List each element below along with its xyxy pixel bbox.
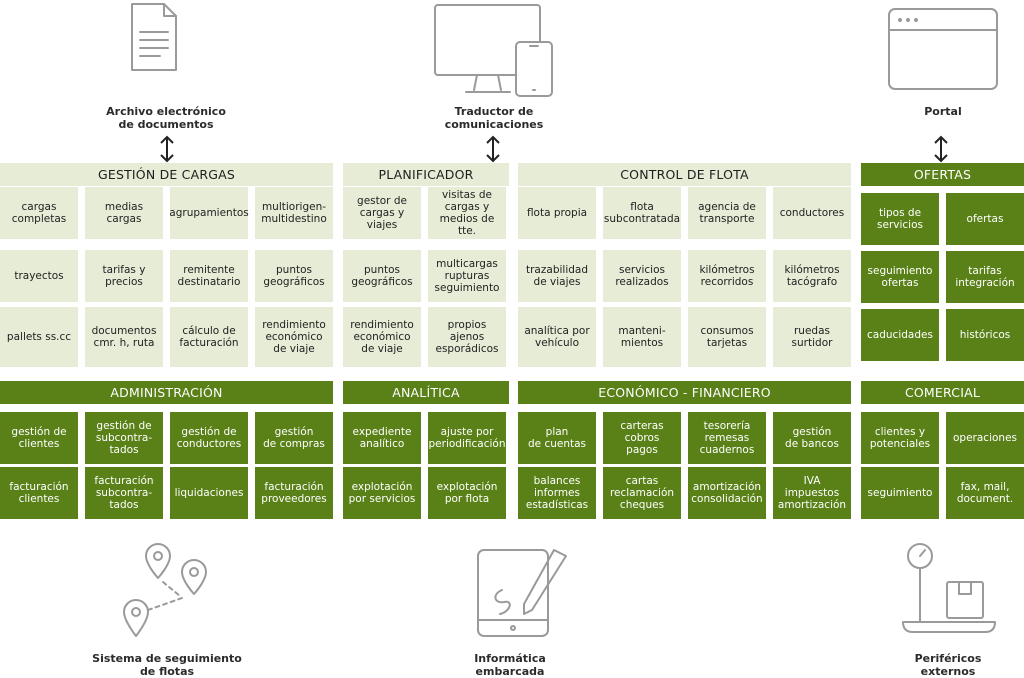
module-cell: gestión de bancos: [773, 412, 851, 464]
module-cell: consumos tarjetas: [688, 307, 766, 367]
module-cell: multicargas rupturas seguimiento: [428, 250, 506, 302]
section-header-analitica: ANALÍTICA: [343, 381, 509, 404]
scale-package-icon: [902, 543, 996, 633]
module-cell: IVA impuestos amortización: [773, 467, 851, 519]
bottom-label-informatica: Informática embarcada: [474, 652, 546, 678]
top-label-traductor: Traductor de comunicaciones: [444, 105, 544, 131]
module-cell: clientes y potenciales: [861, 412, 939, 464]
module-cell: gestión de conductores: [170, 412, 248, 464]
module-cell: tipos de servicios: [861, 193, 939, 245]
module-cell: cálculo de facturación: [170, 307, 248, 367]
module-cell: históricos: [946, 309, 1024, 361]
module-cell: balances informes estadísticas: [518, 467, 596, 519]
section-header-economico-financiero: ECONÓMICO - FINANCIERO: [518, 381, 851, 404]
module-cell: agrupamientos: [169, 187, 249, 239]
module-cell: remitente destinatario: [170, 250, 248, 302]
module-cell: conductores: [773, 187, 851, 239]
module-cell: amortización consolidación: [688, 467, 766, 519]
module-cell: cargas completas: [0, 187, 78, 239]
map-pins-icon: [123, 543, 207, 637]
module-cell: ofertas: [946, 193, 1024, 245]
section-header-planificador: PLANIFICADOR: [343, 163, 509, 186]
module-cell: tarifas integración: [946, 251, 1024, 303]
module-cell: gestión de subcontra- tados: [85, 412, 163, 464]
module-cell: expediente analítico: [343, 412, 421, 464]
module-cell: agencia de transporte: [688, 187, 766, 239]
module-cell: caducidades: [861, 309, 939, 361]
bottom-label-perifericos: Periféricos externos: [914, 652, 982, 678]
module-cell: manteni- mientos: [603, 307, 681, 367]
module-cell: visitas de cargas y medios de tte.: [428, 187, 506, 239]
module-cell: pallets ss.cc: [0, 307, 78, 367]
module-cell: puntos geográficos: [255, 250, 333, 302]
desktop-mobile-icon: [434, 4, 553, 97]
module-cell: gestión de compras: [255, 412, 333, 464]
module-cell: gestor de cargas y viajes: [343, 187, 421, 239]
document-icon: [131, 3, 177, 71]
module-cell: trazabilidad de viajes: [518, 250, 596, 302]
module-cell: facturación proveedores: [255, 467, 333, 519]
module-cell: facturación subcontra- tados: [85, 467, 163, 519]
module-cell: rendimiento económico de viaje: [343, 307, 421, 367]
module-cell: kilómetros tacógrafo: [773, 250, 851, 302]
module-cell: fax, mail, document.: [946, 467, 1024, 519]
module-cell: explotación por servicios: [343, 467, 421, 519]
module-cell: analítica por vehículo: [518, 307, 596, 367]
double-arrow-icon: [160, 135, 174, 163]
module-cell: rendimiento económico de viaje: [255, 307, 333, 367]
top-label-archivo: Archivo electrónico de documentos: [106, 105, 226, 131]
module-cell: tarifas y precios: [85, 250, 163, 302]
bottom-label-seguimiento: Sistema de seguimiento de flotas: [92, 652, 242, 678]
module-cell: puntos geográficos: [343, 250, 421, 302]
tablet-pen-icon: [477, 549, 567, 637]
module-cell: gestión de clientes: [0, 412, 78, 464]
module-cell: cartas reclamación cheques: [603, 467, 681, 519]
browser-window-icon: [888, 8, 998, 90]
module-cell: multiorigen- multidestino: [255, 187, 333, 239]
module-cell: propios ajenos esporádicos: [428, 307, 506, 367]
module-cell: plan de cuentas: [518, 412, 596, 464]
module-cell: kilómetros recorridos: [688, 250, 766, 302]
module-cell: seguimiento ofertas: [861, 251, 939, 303]
section-header-administracion: ADMINISTRACIÓN: [0, 381, 333, 404]
module-cell: tesorería remesas cuadernos: [688, 412, 766, 464]
module-cell: flota propia: [518, 187, 596, 239]
module-cell: explotación por flota: [428, 467, 506, 519]
top-label-portal: Portal: [924, 105, 962, 118]
module-cell: servicios realizados: [603, 250, 681, 302]
module-cell: liquidaciones: [170, 467, 248, 519]
section-header-comercial: COMERCIAL: [861, 381, 1024, 404]
double-arrow-icon: [486, 135, 500, 163]
module-cell: ruedas surtidor: [773, 307, 851, 367]
module-cell: carteras cobros pagos: [603, 412, 681, 464]
module-cell: flota subcontratada: [603, 187, 681, 239]
module-cell: facturación clientes: [0, 467, 78, 519]
section-header-ofertas: OFERTAS: [861, 163, 1024, 186]
module-cell: ajuste por periodificación: [428, 412, 506, 464]
module-cell: seguimiento: [861, 467, 939, 519]
module-cell: medias cargas: [85, 187, 163, 239]
module-cell: operaciones: [946, 412, 1024, 464]
section-header-control-flota: CONTROL DE FLOTA: [518, 163, 851, 186]
double-arrow-icon: [934, 135, 948, 163]
module-cell: trayectos: [0, 250, 78, 302]
module-cell: documentos cmr. h, ruta: [85, 307, 163, 367]
section-header-gestion-cargas: GESTIÓN DE CARGAS: [0, 163, 333, 186]
